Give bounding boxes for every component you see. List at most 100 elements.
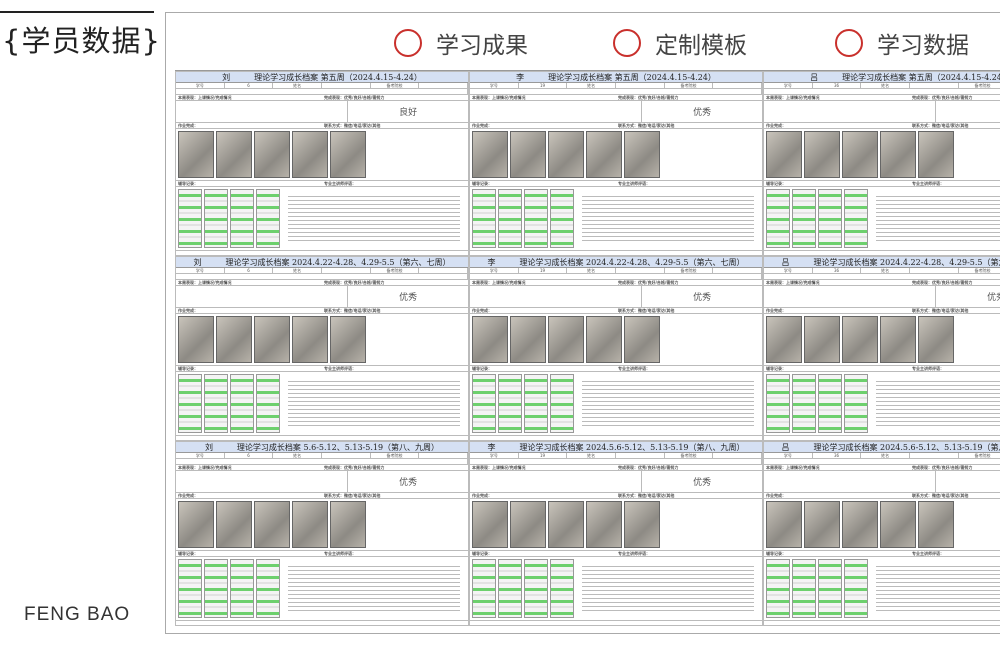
homework-photo	[178, 316, 214, 363]
info-row	[470, 274, 762, 280]
homework-photo	[254, 131, 290, 178]
photos-label: 作业完成：	[178, 123, 198, 128]
brand-label: FENG BAO	[24, 604, 131, 625]
chat-screenshot	[204, 374, 228, 433]
contact-label: 联系方式：微信/电话/家访/其他	[912, 123, 969, 128]
remark-label: 备考院校	[959, 268, 1000, 273]
growth-record-document[interactable]: 李 理论学习成长档案 2024.4.22-4.28、4.29-5.5（第六、七周…	[469, 256, 763, 441]
id-value: 36	[813, 83, 862, 88]
chats-label: 辅导记录：	[178, 366, 198, 371]
tab-label: 定制模板	[655, 33, 747, 59]
homework-photo	[766, 501, 802, 548]
chat-strip	[764, 557, 1000, 621]
homework-photo	[586, 316, 622, 363]
chat-screenshot	[766, 189, 790, 248]
section-labels: 本周表现：上课情况/完成情况完成表现：优秀/良好/合格/需努力	[764, 95, 1000, 101]
growth-record-document[interactable]: 吕 理论学习成长档案 2024.5.6-5.12、5.13-5.19（第八、九周…	[763, 441, 1000, 626]
tab-custom-template[interactable]: 定制模板	[613, 26, 747, 60]
weekly-label: 本周表现：上课情况/完成情况	[178, 280, 232, 285]
chats-label: 辅导记录：	[472, 181, 492, 186]
id-value: 6	[225, 83, 274, 88]
homework-photo	[624, 316, 660, 363]
document-title: 吕 理论学习成长档案 第五周（2024.4.15-4.24）	[764, 72, 1000, 83]
weekly-label: 本周表现：上课情况/完成情况	[472, 95, 526, 100]
teacher-comment	[288, 193, 460, 244]
growth-record-document[interactable]: 李 理论学习成长档案 2024.5.6-5.12、5.13-5.19（第八、九周…	[469, 441, 763, 626]
chat-screenshot	[844, 559, 868, 618]
chat-screenshot	[472, 374, 496, 433]
chat-strip	[176, 187, 468, 251]
chat-screenshot	[524, 374, 548, 433]
chats-label: 辅导记录：	[766, 551, 786, 556]
teacher-comment	[582, 563, 754, 614]
chat-screenshot	[230, 559, 254, 618]
tab-learning-data[interactable]: 学习数据	[835, 26, 969, 60]
grade-value: 优秀	[693, 108, 712, 118]
weekly-label: 本周表现：上课情况/完成情况	[472, 280, 526, 285]
info-row	[764, 459, 1000, 465]
section-labels: 本周表现：上课情况/完成情况 完成表现：优秀/良好/合格/需努力	[470, 95, 762, 101]
evaluation-row: 优秀	[176, 286, 468, 308]
photo-strip	[470, 499, 762, 551]
contact-label: 联系方式：微信/电话/家访/其他	[912, 493, 969, 498]
id-label: 学号	[176, 268, 225, 273]
info-row	[470, 89, 762, 95]
contact-label: 联系方式：微信/电话/家访/其他	[912, 308, 969, 313]
remark-label: 备考院校	[959, 83, 1000, 88]
chat-screenshot	[230, 189, 254, 248]
teacher-label: 专业主讲师评语：	[618, 551, 650, 556]
chat-screenshot	[178, 189, 202, 248]
photos-label: 作业完成：	[178, 308, 198, 313]
chats-label: 辅导记录：	[766, 181, 786, 186]
homework-photo	[842, 501, 878, 548]
growth-record-document[interactable]: 吕 理论学习成长档案 2024.4.22-4.28、4.29-5.5（第六、七周…	[763, 256, 1000, 441]
section-labels: 本周表现：上课情况/完成情况完成表现：优秀/良好/合格/需努力	[764, 280, 1000, 286]
evaluation-row	[764, 101, 1000, 123]
tab-bar: 学习成果 定制模板 学习数据	[166, 26, 1000, 59]
chat-strip	[764, 372, 1000, 436]
section-labels: 本周表现：上课情况/完成情况完成表现：优秀/良好/合格/需努力	[176, 95, 468, 101]
homework-photo	[178, 131, 214, 178]
homework-photo	[586, 501, 622, 548]
content-frame: 学习成果 定制模板 学习数据 刘 理论学习成长档案 第五周（2024.4.15-…	[165, 12, 1000, 634]
weekly-label: 本周表现：上课情况/完成情况	[766, 95, 820, 100]
chat-screenshot	[472, 189, 496, 248]
chat-screenshot	[792, 189, 816, 248]
chat-screenshot	[256, 559, 280, 618]
id-label: 学号	[176, 453, 225, 458]
tab-learning-results[interactable]: 学习成果	[394, 26, 528, 60]
growth-record-document[interactable]: 刘 理论学习成长档案 2024.4.22-4.28、4.29-5.5（第六、七周…	[175, 256, 469, 441]
homework-photo	[842, 131, 878, 178]
chats-label: 辅导记录：	[472, 366, 492, 371]
chat-strip	[176, 372, 468, 436]
contact-label: 联系方式：微信/电话/家访/其他	[324, 308, 381, 313]
chat-screenshot	[178, 559, 202, 618]
summary-label: 完成表现：优秀/良好/合格/需努力	[912, 280, 973, 285]
id-value: 19	[519, 453, 568, 458]
chat-strip	[176, 557, 468, 621]
teacher-comment	[582, 193, 754, 244]
homework-photo	[472, 316, 508, 363]
summary-label: 完成表现：优秀/良好/合格/需努力	[618, 95, 679, 100]
remark-label: 备考院校	[371, 268, 420, 273]
name-label: 姓名	[273, 268, 323, 273]
section-labels: 作业完成：联系方式：微信/电话/家访/其他	[470, 123, 762, 129]
section-labels: 辅导记录：专业主讲师评语：	[764, 551, 1000, 557]
photos-label: 作业完成：	[178, 493, 198, 498]
photos-label: 作业完成：	[766, 493, 786, 498]
section-labels: 作业完成：联系方式：微信/电话/家访/其他	[470, 308, 762, 314]
chat-strip	[470, 557, 762, 621]
homework-photo	[254, 316, 290, 363]
homework-photo	[548, 131, 584, 178]
homework-photo	[586, 131, 622, 178]
homework-photo	[472, 131, 508, 178]
teacher-comment	[876, 193, 1000, 244]
info-row	[764, 89, 1000, 95]
photo-strip	[764, 499, 1000, 551]
